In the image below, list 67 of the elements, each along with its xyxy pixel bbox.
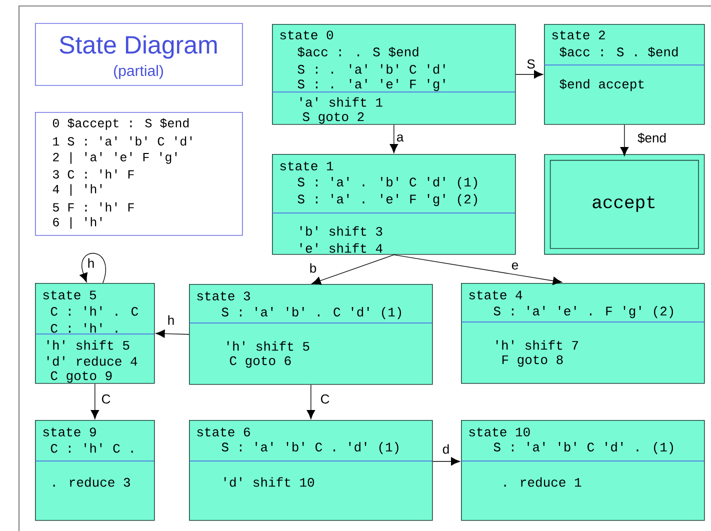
state-title: state 4 [469, 290, 522, 300]
edge-label: S [526, 58, 536, 70]
item-text: C : 'h' . C [50, 306, 138, 316]
edge-label: C [319, 393, 331, 405]
action-text: . reduce 1 [504, 477, 582, 487]
arrow [432, 457, 460, 466]
item-text: S : . 'a' 'e' F 'g' [298, 78, 445, 92]
edge-label: C [100, 393, 112, 405]
arrow [620, 124, 629, 156]
item-text: C : 'h' C . [50, 443, 133, 453]
arrow [390, 124, 398, 154]
grammar-rule: 0 $accept : S $end [52, 118, 189, 130]
state-title: state 3 [197, 292, 250, 300]
arrow [306, 384, 316, 420]
item-text: S : 'a' . 'b' C 'd' (1) [298, 176, 478, 190]
item-text: S : 'a' 'b' C 'd' . (1) [494, 442, 674, 454]
item-text: S : . 'a' 'b' C 'd' [298, 64, 445, 74]
arrow [515, 70, 544, 79]
action-text: . reduce 3 [53, 477, 130, 487]
action-text: C goto 9 [50, 371, 112, 383]
item-text: $acc : S . $end [560, 46, 678, 58]
state-title: state 10 [469, 428, 530, 436]
arrow [156, 330, 190, 338]
action-text: 'h' shift 5 [47, 340, 130, 350]
edge-label: d [441, 443, 451, 455]
edge-label: e [510, 261, 520, 271]
action-text: C goto 6 [230, 356, 291, 368]
action-text: 'd' reduce 4 [47, 356, 138, 366]
arrow [80, 253, 106, 284]
action-text: 'h' shift 5 [227, 341, 310, 351]
title-text: State Diagram [60, 35, 217, 59]
action-text: 'a' shift 1 [300, 97, 382, 107]
edge-label: a [395, 133, 405, 143]
action-text: 'e' shift 4 [300, 243, 382, 253]
action-text: 'd' shift 10 [224, 477, 314, 487]
subtitle-text: (partial) [114, 65, 163, 79]
grammar-rule: 4 | 'h' [52, 184, 102, 196]
grammar-rule: 3 C : 'h' F [53, 169, 134, 179]
edge-label: h [86, 257, 96, 269]
action-text: $end accept [560, 78, 644, 92]
action-text: 'b' shift 3 [300, 226, 382, 236]
item-text: S : 'a' 'b' C . 'd' (1) [222, 442, 398, 454]
edge-label: b [308, 262, 318, 274]
item-text: S : 'a' 'b' . C 'd' (1) [222, 306, 402, 320]
state-title: state 9 [43, 428, 96, 436]
state-title: state 1 [280, 162, 334, 170]
accept-text: accept [592, 196, 655, 212]
arrow [312, 254, 394, 285]
grammar-rule: 5 F : 'h' F [53, 202, 134, 212]
action-text: 'h' shift 7 [496, 340, 578, 350]
action-text: S goto 2 [302, 112, 364, 124]
grammar-rule: 6 | 'h' [53, 217, 102, 229]
state-title: state 5 [43, 290, 96, 300]
state-title: state 6 [197, 428, 250, 436]
arrow [394, 254, 562, 285]
edge-label: $end [636, 132, 668, 144]
grammar-rule: 1 S : 'a' 'b' C 'd' [53, 136, 192, 146]
grammar-rule: 2 | 'a' 'e' F 'g' [53, 152, 177, 164]
state-title: state 0 [280, 30, 333, 40]
item-text: $acc : . S $end [298, 46, 418, 58]
item-text: S : 'a' 'e' . F 'g' (2) [494, 306, 674, 318]
action-text: F goto 8 [502, 355, 563, 367]
item-text: C : 'h' . [50, 323, 118, 333]
arrow [90, 383, 100, 420]
state-title: state 2 [552, 30, 605, 40]
edge-label: h [166, 314, 176, 326]
item-text: S : 'a' . 'e' F 'g' (2) [298, 194, 478, 206]
